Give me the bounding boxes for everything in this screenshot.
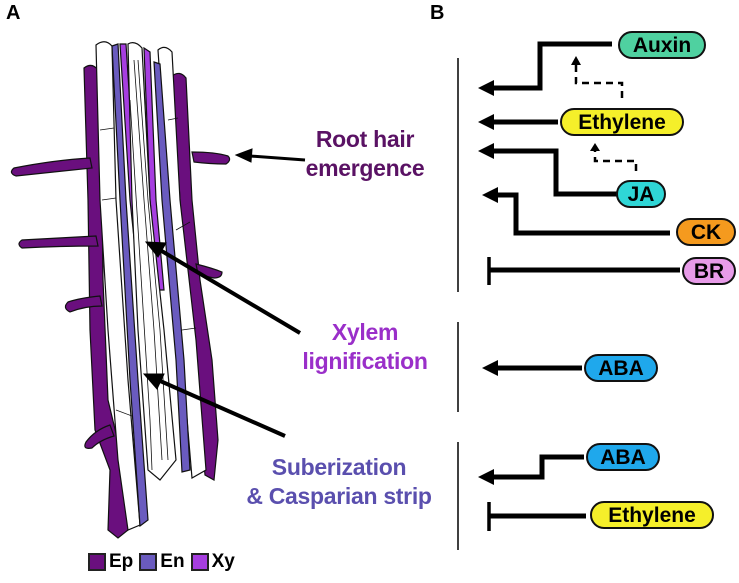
arrow-xylem [158, 248, 302, 335]
process-xylem-line1: Xylem [331, 319, 399, 345]
arrow-root-hair [249, 154, 306, 162]
line-ja [490, 148, 618, 197]
root-hair-left-1 [10, 157, 93, 177]
hormone-ethylene: Ethylene [560, 108, 684, 136]
hormone-aba-suberization: ABA [586, 443, 660, 471]
arrowhead-ck [482, 187, 498, 203]
hormone-aba-xylem: ABA [584, 354, 658, 382]
legend-swatch-ep [88, 553, 106, 571]
hormone-auxin: Auxin [618, 31, 706, 59]
legend-swatch-en [139, 553, 158, 571]
root-hair-right-1 [191, 151, 231, 165]
arrowhead-suberization [142, 373, 165, 390]
process-root-hair-line1: Root hair [315, 126, 415, 152]
panel-b-label: B [430, 2, 445, 24]
legend-item-en: En [139, 551, 185, 573]
root-hair-left-3 [64, 295, 103, 313]
process-xylem: Xylem lignification [300, 318, 430, 376]
root-hair-left-4 [84, 424, 115, 449]
arrowhead-aba-suberization [478, 469, 494, 485]
arrowhead-root-hair [234, 148, 253, 163]
line-auxin [490, 41, 612, 91]
hormone-ethylene-suberization: Ethylene [590, 501, 714, 529]
endodermis-left [111, 43, 149, 528]
stele [127, 42, 177, 481]
process-suberization-line1: Suberization [271, 454, 407, 480]
legend-item-xy: Xy [190, 551, 235, 573]
line-aba-suberization [490, 454, 584, 480]
legend-label-ep: Ep [109, 551, 134, 572]
legend-label-xy: Xy [211, 551, 235, 572]
crosstalk-arrowhead-ethylene [590, 143, 600, 151]
hormone-ja: JA [616, 180, 666, 208]
root-hair-left-2 [18, 235, 99, 249]
process-root-hair-line2: emergence [305, 155, 425, 181]
panel-a-label: A [6, 2, 21, 24]
line-ck [494, 192, 670, 236]
hormone-br: BR [682, 257, 736, 285]
process-xylem-line2: lignification [302, 348, 428, 374]
legend-item-ep: Ep [88, 551, 133, 573]
hormone-ck: CK [676, 218, 736, 246]
crosstalk-arrowhead-auxin [571, 56, 581, 65]
legend-label-en: En [160, 551, 185, 572]
arrowhead-aba-xylem [482, 360, 498, 376]
legend: Ep En Xy [88, 551, 235, 573]
arrowhead-xylem [144, 241, 167, 258]
arrowhead-ethylene [478, 114, 494, 130]
crosstalk-ja-ethylene [593, 150, 638, 171]
process-suberization-line2: & Casparian strip [246, 483, 432, 509]
legend-swatch-xy [190, 553, 209, 571]
process-suberization: Suberization & Casparian strip [228, 453, 450, 511]
arrow-suberization [157, 378, 286, 438]
process-root-hair: Root hair emergence [300, 125, 430, 183]
signal-lines [488, 41, 680, 519]
arrowhead-auxin [478, 80, 494, 96]
pointer-arrows [142, 148, 306, 438]
crosstalk-ethylene-auxin [574, 64, 624, 98]
arrowhead-ja [478, 143, 494, 159]
